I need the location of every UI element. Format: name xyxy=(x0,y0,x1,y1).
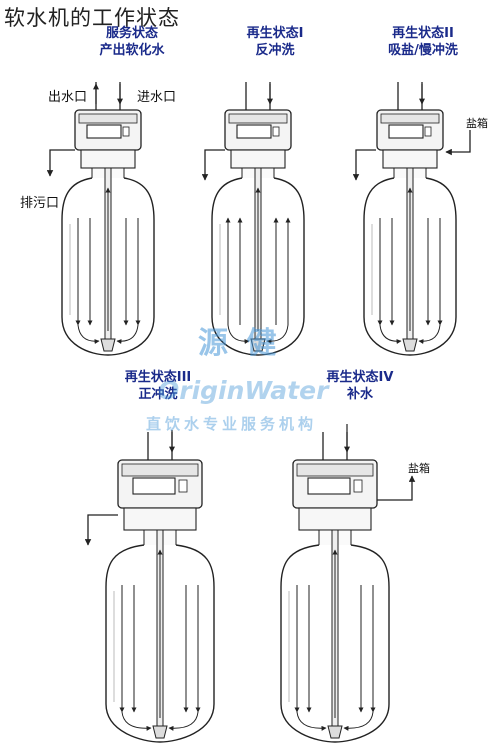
state-service-desc: 产出软化水 xyxy=(99,43,165,58)
softener-unit-regen-2 xyxy=(352,82,471,356)
state-regen-3-desc: 正冲洗 xyxy=(138,387,178,402)
diagram-title: 软水机的工作状态 xyxy=(4,6,180,30)
state-service-label: 服务状态 xyxy=(105,26,158,41)
return-arrow-left xyxy=(77,324,100,344)
return-arrow-right xyxy=(116,324,139,344)
brine-tank-label-a: 盐箱 xyxy=(466,117,488,130)
valve-top-rim xyxy=(296,463,374,477)
brine-refill-pipe xyxy=(377,475,416,501)
return-arrow-right xyxy=(418,324,441,344)
state-regen-1-caption: 再生状态I 反冲洗 xyxy=(225,25,325,59)
drain-pipe xyxy=(84,514,118,546)
state-regen-4-desc: 补水 xyxy=(346,387,373,402)
controller-screen xyxy=(388,124,424,139)
controller-screen xyxy=(307,477,351,495)
drain-pipe xyxy=(46,149,75,177)
state-regen-2-caption: 再生状态II 吸盐/慢冲洗 xyxy=(368,25,478,59)
bottom-distributor xyxy=(402,338,418,352)
watermark-logo: 源 健 xyxy=(198,326,281,361)
inlet-label: 进水口 xyxy=(137,90,177,105)
drain-pipe xyxy=(352,149,376,181)
controller-screen xyxy=(236,124,272,139)
softener-unit-regen-1 xyxy=(201,82,305,356)
valve-body xyxy=(298,507,372,531)
controller-button xyxy=(272,126,280,137)
softener-unit-service xyxy=(46,82,155,356)
bottom-distributor xyxy=(250,338,266,352)
return-arrow-right xyxy=(266,324,289,344)
brine-draw-pipe xyxy=(445,130,471,156)
softener-unit-regen-4 xyxy=(280,424,416,743)
return-arrow-left xyxy=(227,324,250,344)
watermark-tagline: 直饮水专业服务机构 xyxy=(146,415,318,433)
state-regen-2-desc: 吸盐/慢冲洗 xyxy=(388,43,458,58)
bottom-distributor xyxy=(152,725,168,739)
controller-button xyxy=(424,126,432,137)
valve-top-rim xyxy=(380,113,440,124)
state-regen-3-caption: 再生状态III 正冲洗 xyxy=(98,369,218,403)
controller-screen xyxy=(86,124,122,139)
return-arrow-right xyxy=(343,711,374,731)
state-service-caption: 服务状态 产出软化水 xyxy=(82,25,182,59)
controller-button xyxy=(178,479,188,493)
return-arrow-left xyxy=(379,324,402,344)
valve-body xyxy=(382,149,438,169)
return-arrow-left xyxy=(121,711,152,731)
bottom-distributor xyxy=(327,725,343,739)
controller-screen xyxy=(132,477,176,495)
return-arrow-right xyxy=(168,711,199,731)
bottom-distributor xyxy=(100,338,116,352)
return-arrow-left xyxy=(296,711,327,731)
controller-button xyxy=(122,126,130,137)
drain-pipe xyxy=(201,149,225,181)
state-regen-3-label: 再生状态III xyxy=(124,370,192,385)
outlet-label: 出水口 xyxy=(48,90,88,105)
controller-button xyxy=(353,479,363,493)
valve-body xyxy=(123,507,197,531)
watermark-english: OriginWater xyxy=(158,376,329,405)
state-regen-4-caption: 再生状态IV 补水 xyxy=(300,369,420,403)
valve-body xyxy=(230,149,286,169)
state-regen-1-desc: 反冲洗 xyxy=(255,43,295,58)
valve-body xyxy=(80,149,136,169)
softener-unit-regen-3 xyxy=(84,430,215,743)
valve-top-rim xyxy=(78,113,138,124)
state-regen-4-label: 再生状态IV xyxy=(326,370,394,385)
drain-label: 排污口 xyxy=(20,196,60,211)
valve-top-rim xyxy=(121,463,199,477)
brine-tank-label-b: 盐箱 xyxy=(408,462,430,475)
state-regen-1-label: 再生状态I xyxy=(246,26,304,41)
valve-top-rim xyxy=(228,113,288,124)
state-regen-2-label: 再生状态II xyxy=(392,26,454,41)
